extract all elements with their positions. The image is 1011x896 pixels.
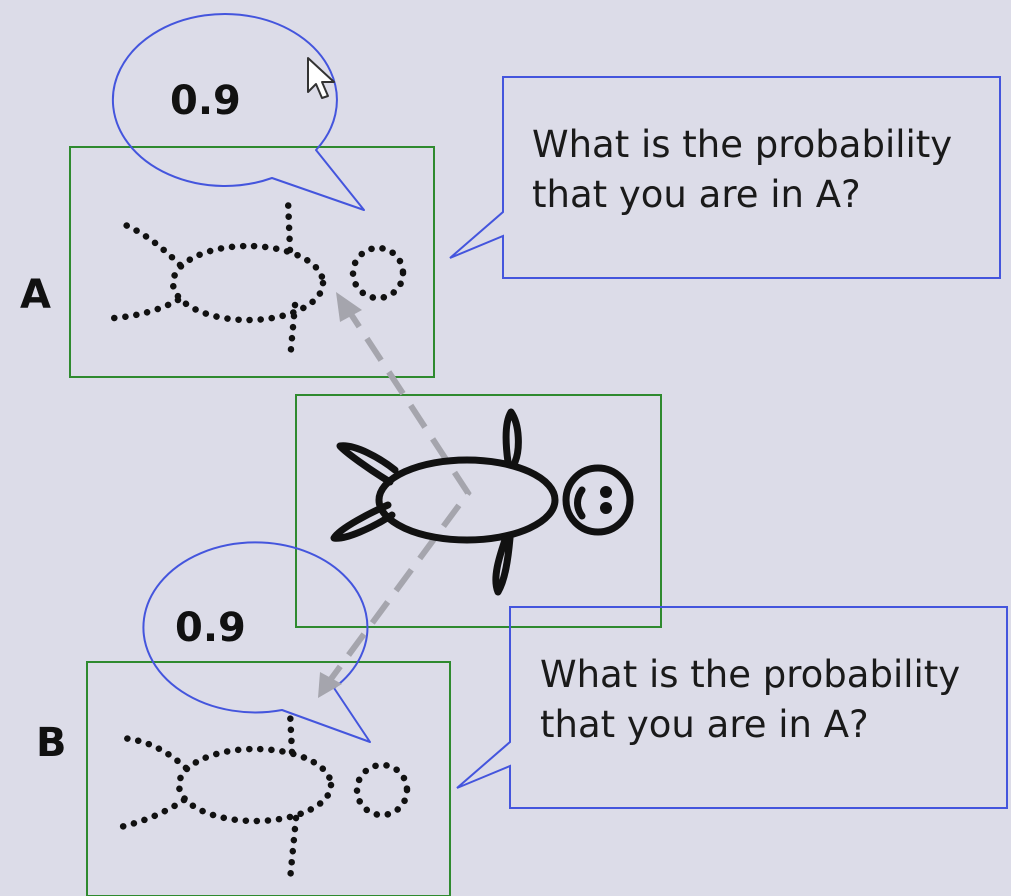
frame-a <box>70 147 434 377</box>
question-line: that you are in A? <box>532 170 952 220</box>
frame-b <box>87 662 450 896</box>
mouse-cursor-icon <box>308 58 334 98</box>
scene-b-label: B <box>36 720 67 766</box>
question-line: What is the probability <box>532 120 952 170</box>
stick-figure-icon <box>334 412 630 592</box>
dotted-figure-icon <box>114 200 403 360</box>
dotted-figure-icon <box>116 712 407 880</box>
arrow-head-up <box>336 292 362 322</box>
question-line: that you are in A? <box>540 700 960 750</box>
belief-value-a: 0.9 <box>170 78 241 124</box>
question-text-a: What is the probability that you are in … <box>532 120 952 220</box>
belief-value-b: 0.9 <box>175 605 246 651</box>
question-line: What is the probability <box>540 650 960 700</box>
scene-a-label: A <box>20 272 51 318</box>
question-text-b: What is the probability that you are in … <box>540 650 960 750</box>
